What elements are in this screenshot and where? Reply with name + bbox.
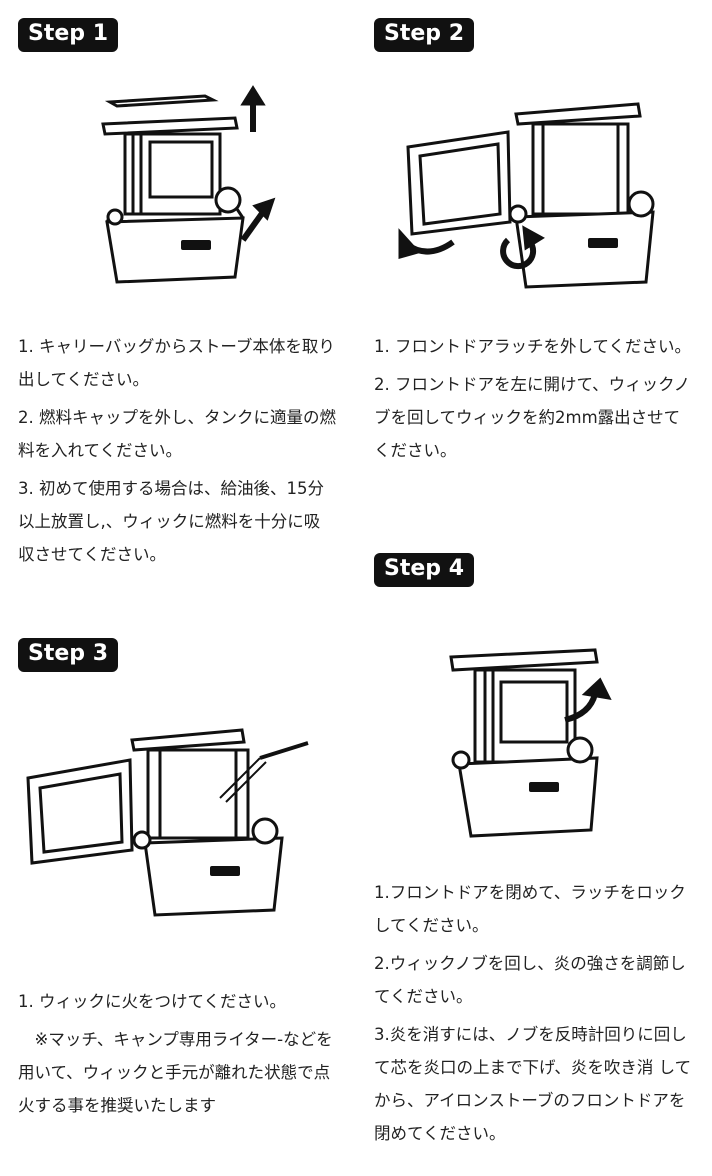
step-1-illustration xyxy=(95,82,305,297)
step-2-para-2: 2. フロントドアを左に開けて、ウィックノブを回してウィックを約2mm露出させて… xyxy=(374,375,691,460)
step-1-text: 1. キャリーバッグからストーブ本体を取り出してください。 2. 燃料キャップを… xyxy=(18,330,336,576)
step-1-para-2: 2. 燃料キャップを外し、タンクに適量の燃料を入れてください。 xyxy=(18,408,336,460)
step-3-para-2: ※マッチ、キャンプ専用ライター-などを用いて、ウィックと手元が離れた状態で点火す… xyxy=(18,1030,333,1115)
step-2-para-1: 1. フロントドアラッチを外してください。 xyxy=(374,337,691,356)
step-1-para-3: 3. 初めて使用する場合は、給油後、15分以上放置し,、ウィックに燃料を十分に吸… xyxy=(18,479,324,564)
step-3-badge: Step 3 xyxy=(18,638,118,672)
step-4-text: 1.フロントドアを閉めて、ラッチをロックしてください。 2.ウィックノブを回し、… xyxy=(374,876,692,1155)
step-4-para-3: 3.炎を消すには、ノブを反時計回りに回して芯を炎口の上まで下げ、炎を吹き消 して… xyxy=(374,1025,692,1143)
step-3-illustration xyxy=(20,718,310,918)
step-2-badge: Step 2 xyxy=(374,18,474,52)
step-2-text: 1. フロントドアラッチを外してください。 2. フロントドアを左に開けて、ウィ… xyxy=(374,330,692,472)
step-1-para-1: 1. キャリーバッグからストーブ本体を取り出してください。 xyxy=(18,337,335,389)
step-3-para-1: 1. ウィックに火をつけてください。 xyxy=(18,992,286,1011)
step-4-para-1: 1.フロントドアを閉めて、ラッチをロックしてください。 xyxy=(374,883,686,935)
step-3-text: 1. ウィックに火をつけてください。 ※マッチ、キャンプ専用ライター-などを用い… xyxy=(18,985,336,1127)
step-4-illustration xyxy=(445,642,620,842)
step-4-para-2: 2.ウィックノブを回し、炎の強さを調節してください。 xyxy=(374,954,686,1006)
step-1-badge: Step 1 xyxy=(18,18,118,52)
step-2-illustration xyxy=(398,92,668,292)
step-4-badge: Step 4 xyxy=(374,553,474,587)
